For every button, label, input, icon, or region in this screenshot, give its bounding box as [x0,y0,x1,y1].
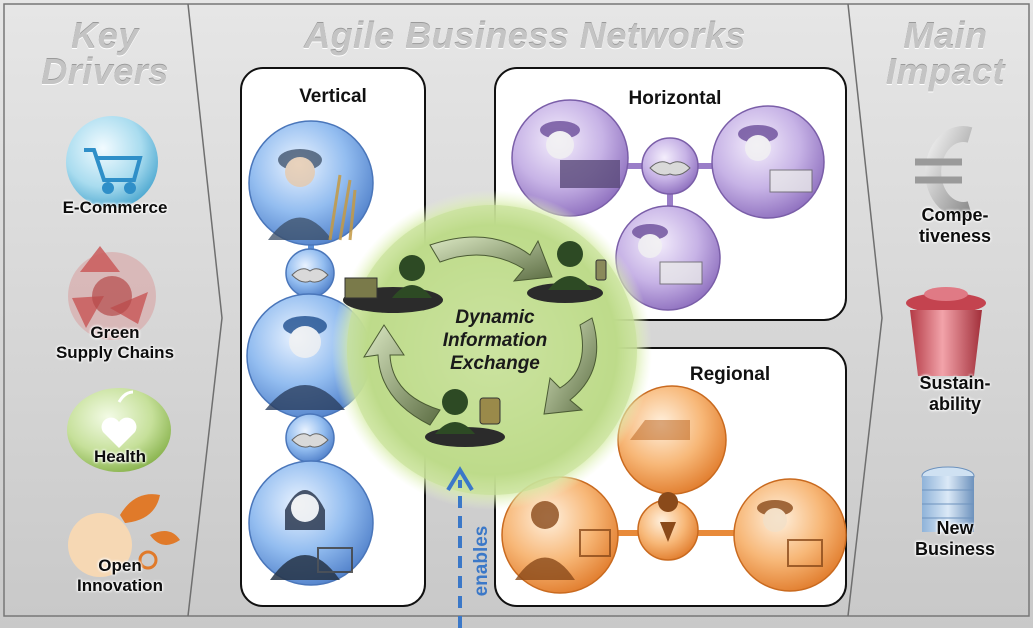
impact-label-nb-line2: Business [914,538,996,559]
farmer-icon-2 [733,478,847,592]
person-device-icon [425,389,505,447]
agile-networks-title: Agile Business Networks [304,15,746,56]
impact-label-new-business: New Business [880,518,1030,559]
enables-text: enables [471,525,492,597]
regional-title: Regional [689,364,771,385]
driver-label-ecommerce-text: E-Commerce [62,198,168,217]
key-drivers-title: Key Drivers [20,18,190,90]
person-phone-icon [527,241,607,303]
lightbulb-gears-icon [68,494,180,577]
farmer-icon [248,120,374,246]
key-drivers-title-line2: Drivers [41,51,169,92]
regional-chain [501,385,847,594]
info-exchange-line1: Dynamic [455,307,535,328]
driver-label-health: Health [50,447,190,467]
main-impact-title-line2: Impact [885,51,1006,92]
info-exchange-line3: Exchange [450,352,540,374]
impact-label-nb-line1: New [936,518,974,538]
impact-label-sust-line2: ability [928,393,981,414]
driver-label-open-line1: Open [98,556,142,575]
apple-heart-icon [67,388,171,472]
impact-label-competitiveness: Compe- tiveness [880,205,1030,246]
driver-label-green-line1: Green [90,323,140,342]
driver-label-health-text: Health [94,447,146,466]
truck-driver-icon [711,105,825,219]
enables-arrow [446,466,474,628]
driver-label-open-line2: Innovation [77,575,163,595]
key-drivers-title-line1: Key [71,15,139,56]
driver-label-ecommerce: E-Commerce [40,198,190,218]
impact-label-sustainability: Sustain- ability [880,373,1030,414]
main-impact-title-line1: Main [903,15,988,56]
vertical-title: Vertical [299,86,367,107]
enables-label: enables [467,506,497,616]
info-exchange-label: Dynamic Information Exchange [405,307,585,375]
impact-label-comp-line2: tiveness [918,225,992,246]
recycle-bin-icon [906,287,986,376]
driver-label-green-supply: Green Supply Chains [35,323,195,362]
recycle-globe-icon [68,246,156,340]
driver-icons [66,116,180,577]
impact-icons [906,126,986,532]
building-icon [921,466,975,532]
euro-icon [915,126,973,218]
driver-label-green-line2: Supply Chains [55,342,175,362]
info-exchange-hub [332,190,652,510]
impact-label-comp-line1: Compe- [921,205,989,225]
driver-label-open-innovation: Open Innovation [40,556,200,595]
person-laptop-icon [343,255,443,313]
impact-label-sust-line1: Sustain- [919,373,991,393]
info-exchange-line2: Information [442,329,548,351]
horizontal-title: Horizontal [628,88,722,109]
main-impact-title: Main Impact [858,18,1033,90]
shopping-cart-icon [66,116,158,208]
horizontal-chain [511,99,825,311]
